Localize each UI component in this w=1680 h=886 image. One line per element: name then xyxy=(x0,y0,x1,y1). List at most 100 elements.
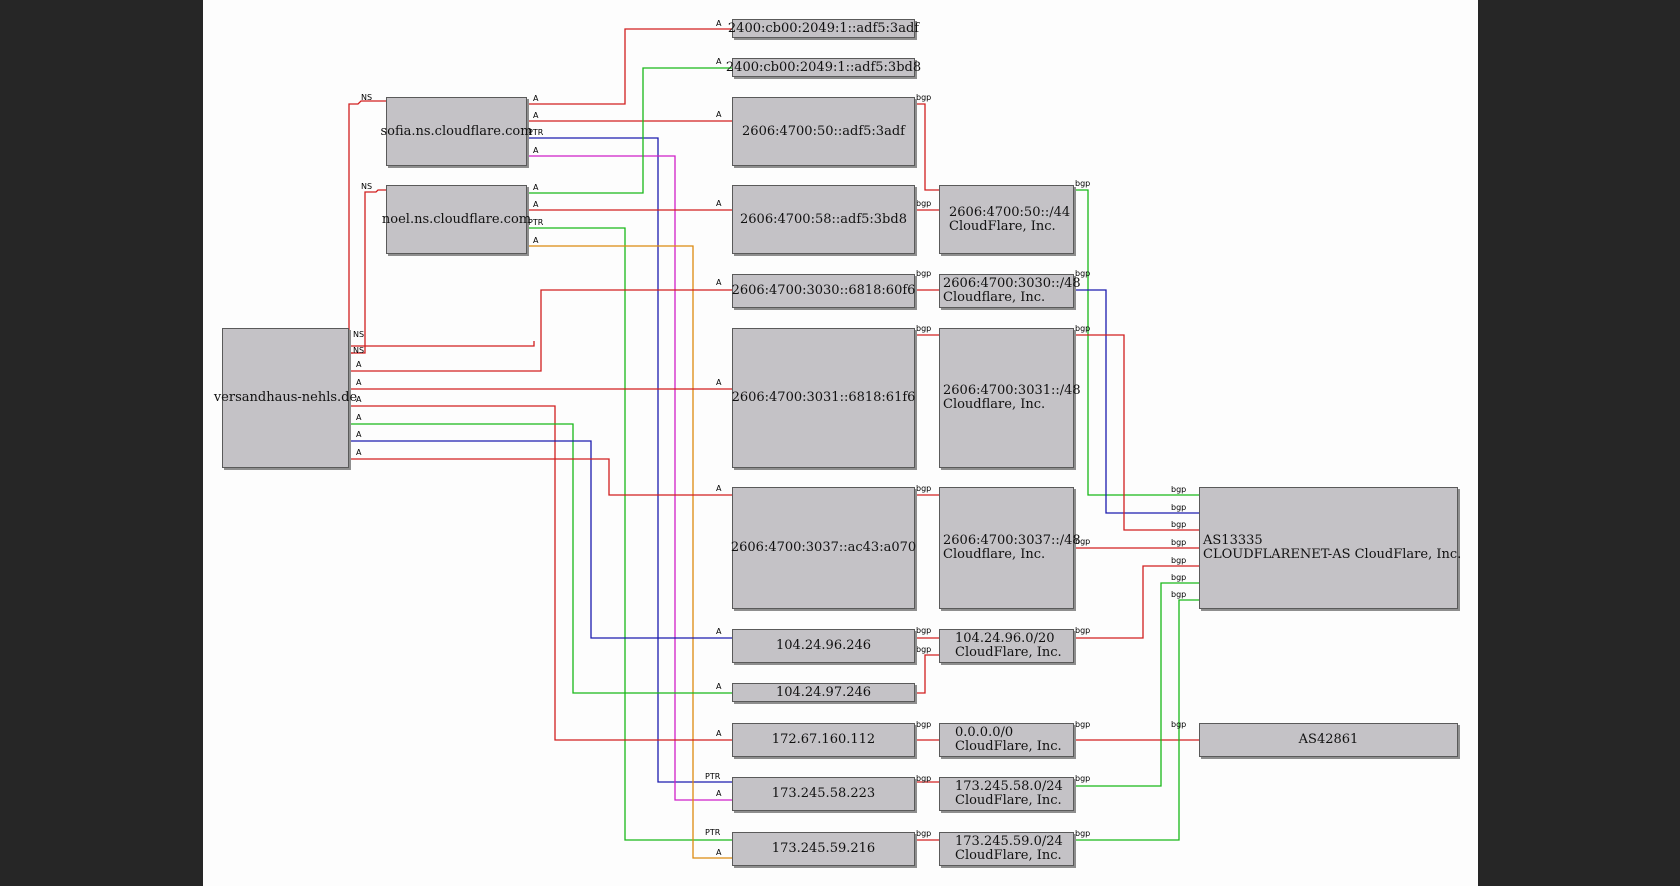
ip-node-104-24-97-246[interactable]: 104.24.97.246 xyxy=(732,683,915,702)
bgp-edge-pfx-2 xyxy=(1074,289,1199,514)
bgp-edge-ip4-2 xyxy=(915,654,939,694)
a-edge-domain-4-label: A xyxy=(356,413,362,422)
nameserver-node-sofia[interactable]: sofia.ns.cloudflare.com xyxy=(380,97,533,166)
ptr-edge-noel-label: PTR xyxy=(528,218,544,227)
bgp-edge-ip4-3-label: bgp xyxy=(916,720,931,729)
bgp-edge-pfx-7-label: bgp xyxy=(1075,774,1090,783)
a-target-label-9: A xyxy=(716,729,722,738)
ptr-target-label-1: PTR xyxy=(705,828,721,837)
ns-edge-sofia xyxy=(348,100,386,353)
bgp-target-label-7: bgp xyxy=(1171,720,1186,729)
a-edge-domain-6 xyxy=(349,458,732,496)
ip-node-2606-58[interactable]: 2606:4700:58::adf5:3bd8 xyxy=(732,185,915,254)
bgp-edge-pfx-8-label: bgp xyxy=(1075,829,1090,838)
a-edge-noel-1-label: A xyxy=(533,183,539,192)
bgp-target-label-1: bgp xyxy=(1171,503,1186,512)
ptr-target-label-0: PTR xyxy=(705,772,721,781)
a-edge-domain-4 xyxy=(349,423,732,694)
ip-node-2606-50[interactable]: 2606:4700:50::adf5:3adf xyxy=(732,97,915,166)
a-target-label-6: A xyxy=(716,484,722,493)
bgp-edge-ip4-4-label: bgp xyxy=(916,774,931,783)
bgp-edge-ip4-1-label: bgp xyxy=(916,626,931,635)
bgp-edge-ip6-5-label: bgp xyxy=(916,269,931,278)
bgp-edge-ip4-2-label: bgp xyxy=(916,645,931,654)
bgp-edge-pfx-7 xyxy=(1074,582,1199,787)
bgp-edge-ip6-6-label: bgp xyxy=(916,324,931,333)
a-target-label-0: A xyxy=(716,19,722,28)
a-target-label-10: A xyxy=(716,789,722,798)
ip-node-2606-3031[interactable]: 2606:4700:3031::6818:61f6 xyxy=(732,328,915,468)
a-edge-domain-5-label: A xyxy=(356,430,362,439)
nameserver-node-noel[interactable]: noel.ns.cloudflare.com xyxy=(382,185,531,254)
a-edge-domain-3-label: A xyxy=(356,395,362,404)
ip-node-2606-3030[interactable]: 2606:4700:3030::6818:60f6 xyxy=(732,274,915,308)
prefix-node-0-0-0-0[interactable]: 0.0.0.0/0 CloudFlare, Inc. xyxy=(939,723,1074,757)
a-edge-domain-3 xyxy=(349,405,732,741)
ptr-edge-sofia-label: PTR xyxy=(528,128,544,137)
bgp-target-label-2: bgp xyxy=(1171,520,1186,529)
edges-layer: NSNSNSNSAAPTRAAAPTRAAAAAAAbgpbgpbgpbgpbg… xyxy=(348,19,1199,859)
a-edge-sofia-3-label: A xyxy=(533,146,539,155)
a-target-label-3: A xyxy=(716,199,722,208)
a-edge-noel-1 xyxy=(527,67,732,194)
domain-node[interactable]: versandhaus-nehls.de xyxy=(214,328,357,468)
a-target-label-5: A xyxy=(716,378,722,387)
prefix-node-173-245-59-0[interactable]: 173.245.59.0/24 CloudFlare, Inc. xyxy=(939,832,1074,866)
bgp-target-label-4: bgp xyxy=(1171,556,1186,565)
a-edge-sofia-1 xyxy=(527,28,732,105)
ns-edge-noel-label: NS xyxy=(361,182,372,191)
a-edge-domain-1 xyxy=(349,289,732,372)
ip-node-173-245-59-216[interactable]: 173.245.59.216 xyxy=(732,832,915,866)
bgp-edge-pfx-3-label: bgp xyxy=(1075,324,1090,333)
prefix-node-2606-4700-3030[interactable]: 2606:4700:3030::/48 Cloudflare, Inc. xyxy=(939,274,1081,308)
ip-node-172-67-160-112[interactable]: 172.67.160.112 xyxy=(732,723,915,757)
a-edge-domain-2-label: A xyxy=(356,378,362,387)
ptr-edge-noel xyxy=(527,227,732,841)
ip-node-173-245-58-223[interactable]: 173.245.58.223 xyxy=(732,777,915,811)
as-node-42861[interactable]: AS42861 xyxy=(1199,723,1458,757)
a-edge-noel-3-label: A xyxy=(533,236,539,245)
prefix-node-2606-4700-50[interactable]: 2606:4700:50::/44 CloudFlare, Inc. xyxy=(939,185,1074,254)
ptr-edge-sofia xyxy=(527,137,732,783)
bgp-edge-ip6-7-label: bgp xyxy=(916,484,931,493)
prefix-node-173-245-58-0[interactable]: 173.245.58.0/24 CloudFlare, Inc. xyxy=(939,777,1074,811)
as-node-13335[interactable]: AS13335 CLOUDFLARENET-AS CloudFlare, Inc… xyxy=(1199,487,1461,609)
ip-node-2400-3bd8[interactable]: 2400:cb00:2049:1::adf5:3bd8 xyxy=(726,58,921,77)
ns-edge-sofia-label: NS xyxy=(361,93,372,102)
prefix-node-2606-4700-3031[interactable]: 2606:4700:3031::/48 Cloudflare, Inc. xyxy=(939,328,1081,468)
ns-edge-domain-1-label: NS xyxy=(353,330,364,339)
a-target-label-2: A xyxy=(716,110,722,119)
bgp-edge-pfx-6-label: bgp xyxy=(1075,720,1090,729)
a-target-label-11: A xyxy=(716,848,722,857)
bgp-edge-ip6-4-label: bgp xyxy=(916,199,931,208)
bgp-edge-pfx-8 xyxy=(1074,599,1199,841)
a-edge-noel-3 xyxy=(527,245,732,859)
bgp-edge-ip4-5-label: bgp xyxy=(916,829,931,838)
ns-edge-domain-2-label: NS xyxy=(353,346,364,355)
ip-node-2606-3037[interactable]: 2606:4700:3037::ac43:a070 xyxy=(731,487,916,609)
bgp-edge-pfx-3 xyxy=(1074,334,1199,531)
a-edge-sofia-3 xyxy=(527,155,732,801)
ip-node-104-24-96-246[interactable]: 104.24.96.246 xyxy=(732,629,915,663)
a-edge-sofia-2-label: A xyxy=(533,111,539,120)
bgp-target-label-0: bgp xyxy=(1171,485,1186,494)
prefix-node-104-24-96-0[interactable]: 104.24.96.0/20 CloudFlare, Inc. xyxy=(939,629,1074,663)
bgp-edge-pfx-5 xyxy=(1074,565,1199,639)
a-target-label-4: A xyxy=(716,278,722,287)
bgp-edge-ip6-3-label: bgp xyxy=(916,93,931,102)
bgp-edge-pfx-1 xyxy=(1074,189,1199,496)
bgp-target-label-6: bgp xyxy=(1171,590,1186,599)
bgp-edge-pfx-5-label: bgp xyxy=(1075,626,1090,635)
bgp-edge-ip6-3 xyxy=(915,103,939,191)
a-target-label-8: A xyxy=(716,682,722,691)
bgp-edge-pfx-2-label: bgp xyxy=(1075,269,1090,278)
a-target-label-1: A xyxy=(716,57,722,66)
a-edge-domain-5 xyxy=(349,440,732,639)
ns-edge-domain-1 xyxy=(349,341,535,347)
bgp-edge-pfx-1-label: bgp xyxy=(1075,179,1090,188)
a-edge-domain-6-label: A xyxy=(356,448,362,457)
prefix-node-2606-4700-3037[interactable]: 2606:4700:3037::/48 Cloudflare, Inc. xyxy=(939,487,1081,609)
ns-edge-noel xyxy=(349,189,386,354)
ip-node-2400-3adf[interactable]: 2400:cb00:2049:1::adf5:3adf xyxy=(728,19,919,38)
